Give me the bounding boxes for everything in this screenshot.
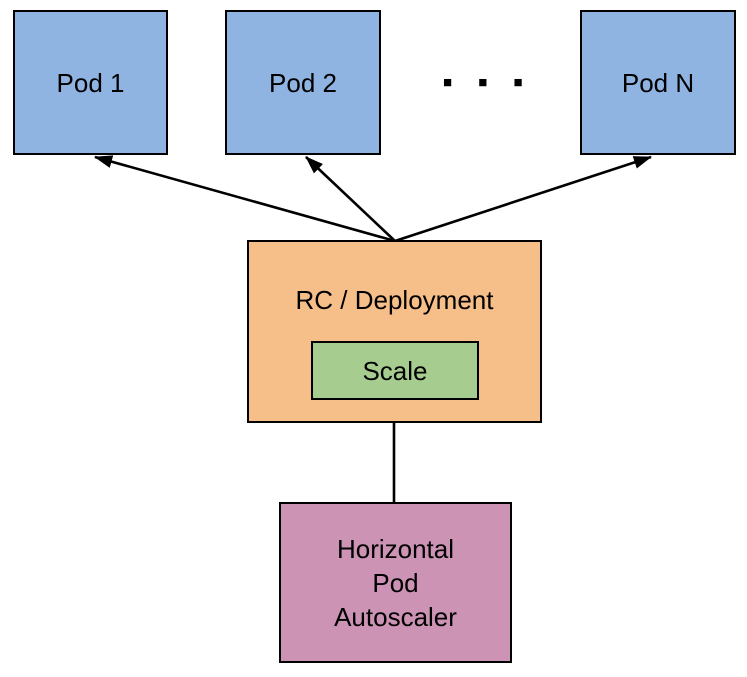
pod-2-label: Pod 2 [269, 67, 337, 98]
pod-1-box: Pod 1 [13, 10, 168, 155]
pod-1-label: Pod 1 [56, 67, 125, 98]
hpa-label-line-3: Autoscaler [334, 601, 457, 632]
pod-n-box: Pod N [580, 10, 736, 155]
pod-2-box: Pod 2 [225, 10, 381, 155]
arrow-rc-to-pod2 [305, 156, 396, 242]
horizontal-pod-autoscaler-box: Horizontal Pod Autoscaler [279, 502, 512, 663]
rc-deployment-box: RC / Deployment Scale [247, 240, 542, 423]
hpa-label-line-1: Horizontal [336, 533, 455, 564]
rc-deployment-label: RC / Deployment [295, 285, 494, 315]
ellipsis-icon: ■ ■ ■ [443, 74, 534, 91]
arrow-rc-to-podn [394, 155, 652, 243]
arrow-rc-to-pod1 [93, 155, 396, 243]
scale-box: Scale [311, 341, 479, 400]
scale-label: Scale [362, 355, 428, 386]
pod-n-label: Pod N [621, 67, 695, 98]
hpa-label-line-2: Pod [372, 567, 419, 598]
